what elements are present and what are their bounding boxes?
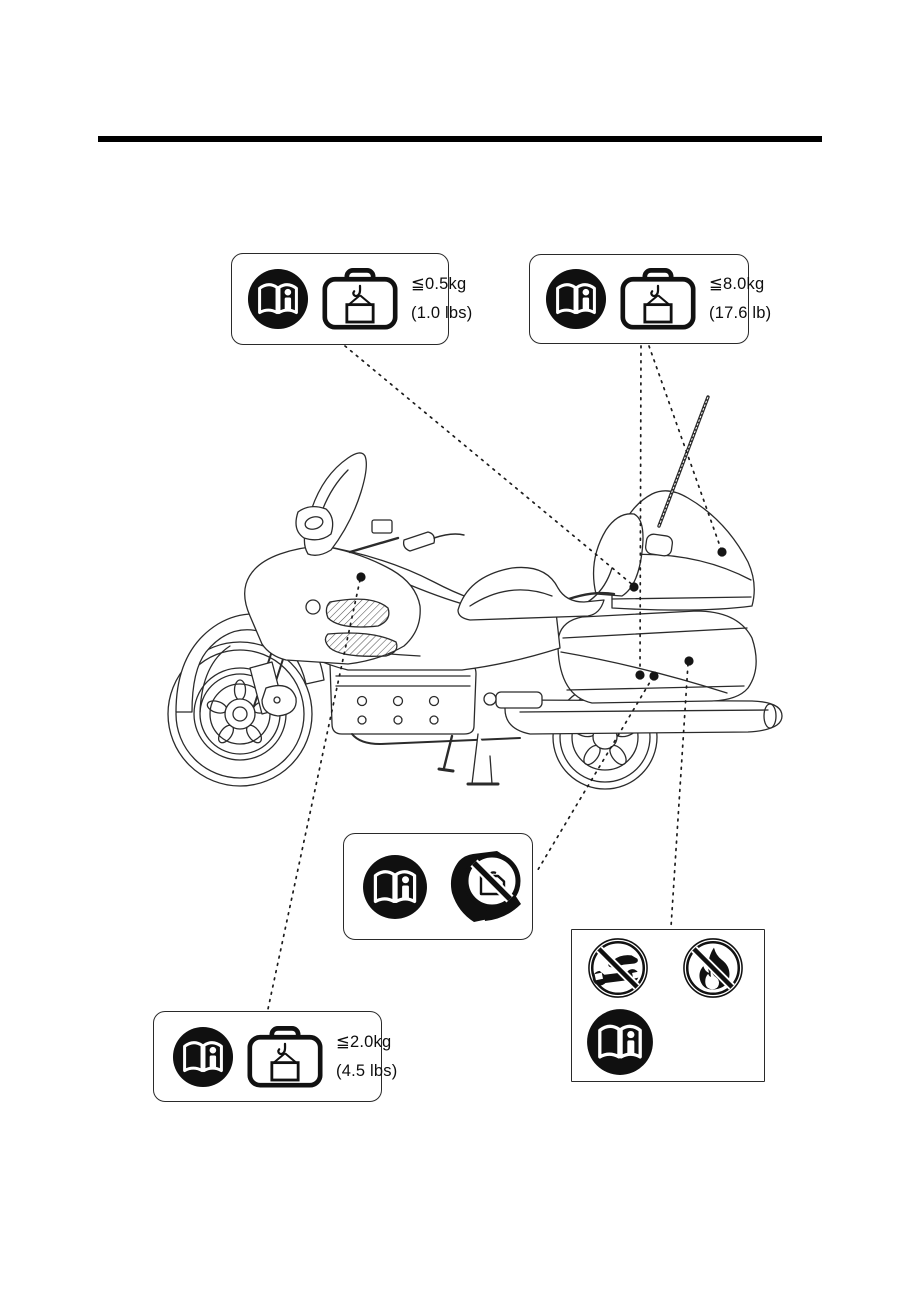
weight-limit-kg: ≦2.0kg — [336, 1032, 392, 1051]
exhaust-muffler — [504, 699, 783, 735]
callout-saddlebag-warnings — [571, 929, 765, 1082]
weight-limit-text: ≦0.5kg (1.0 lbs) — [411, 270, 472, 328]
passenger-backrest — [554, 513, 644, 606]
read-owners-manual-icon — [172, 1026, 234, 1088]
saddlebag — [557, 610, 757, 704]
weight-limit-kg: ≦8.0kg — [709, 275, 765, 294]
callout-no-helmet-storage — [343, 833, 533, 940]
read-owners-manual-icon — [586, 1008, 654, 1076]
top-trunk — [611, 490, 755, 611]
radio-antenna — [657, 395, 710, 528]
luggage-weight-limit-icon — [322, 268, 398, 330]
center-stand — [437, 733, 500, 786]
page-top-rule — [98, 136, 822, 142]
read-owners-manual-icon — [362, 854, 428, 920]
weight-limit-text: ≦8.0kg (17.6 lb) — [709, 270, 771, 328]
read-owners-manual-icon — [545, 268, 607, 330]
read-owners-manual-icon — [247, 268, 309, 330]
callout-weight-limit-8-0kg: ≦8.0kg (17.6 lb) — [529, 254, 771, 344]
mirror — [295, 505, 334, 541]
label-location-dots — [356, 547, 727, 681]
weight-limit-kg: ≦0.5kg — [411, 275, 467, 294]
weight-limit-lbs: (1.0 lbs) — [411, 304, 473, 322]
no-fire-no-flammables-icon — [682, 937, 744, 999]
rider-footboard — [483, 691, 543, 709]
luggage-weight-limit-icon — [247, 1026, 323, 1088]
front-fairing — [244, 545, 421, 665]
no-tools-no-service-icon — [587, 937, 649, 999]
weight-limit-lbs: (4.5 lbs) — [336, 1061, 398, 1080]
engine-block — [329, 663, 521, 745]
no-helmet-storage-icon — [444, 847, 530, 927]
luggage-weight-limit-icon — [620, 268, 696, 330]
handlebar — [348, 519, 465, 554]
weight-limit-lbs: (17.6 lb) — [709, 304, 772, 322]
rider-seat — [457, 566, 605, 621]
weight-limit-text: ≦2.0kg (4.5 lbs) — [336, 1028, 397, 1086]
callout-weight-limit-2-0kg: ≦2.0kg (4.5 lbs) — [153, 1011, 397, 1102]
callout-weight-limit-0-5kg: ≦0.5kg (1.0 lbs) — [231, 253, 472, 345]
callout-leader-lines — [267, 345, 722, 1010]
